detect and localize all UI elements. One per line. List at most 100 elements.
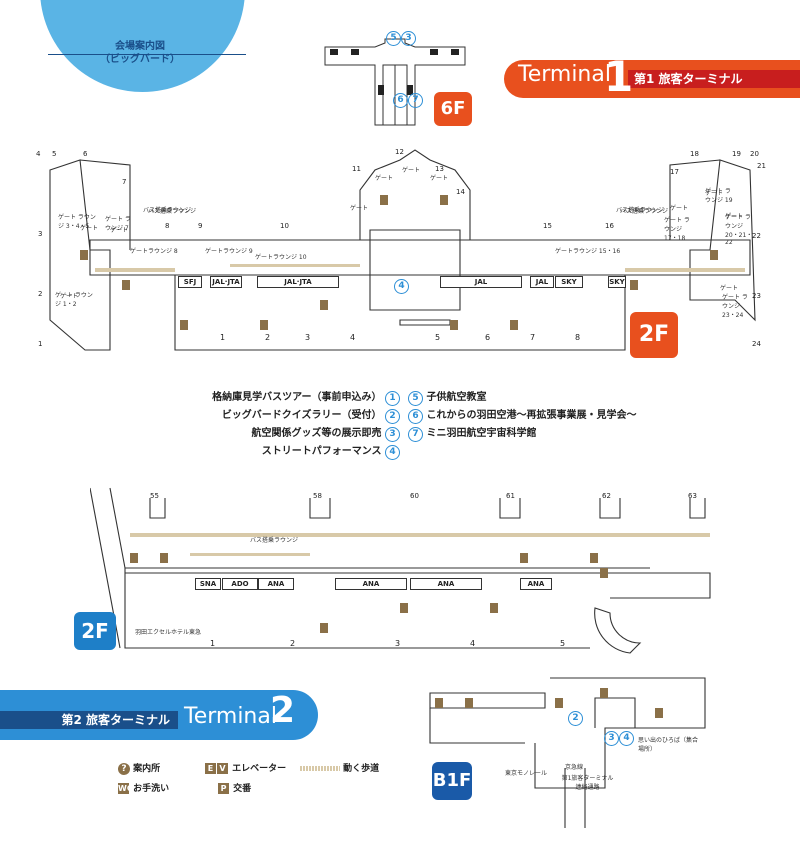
t1-counter-sky-2: SKY bbox=[608, 276, 626, 288]
terminal1-number: 1 bbox=[604, 52, 634, 101]
t1-6f-map bbox=[324, 38, 466, 126]
floor-badge-t1-2f: 2F bbox=[630, 312, 678, 358]
svg-text:ゲート: ゲート bbox=[430, 174, 448, 182]
t2-counter-sna: SNA bbox=[195, 578, 221, 590]
police-box-icon: P bbox=[218, 783, 229, 794]
t1-lounge-19: ゲート ラウンジ 19 bbox=[705, 188, 733, 204]
t2-counter-ana-1: ANA bbox=[258, 578, 294, 590]
svg-text:5: 5 bbox=[560, 639, 565, 648]
t1-counter-jal-jta-2: JAL·JTA bbox=[257, 276, 339, 288]
t2-bus-lounge: バス搭乗ラウンジ bbox=[250, 537, 299, 544]
t1-lounge-20-22: ゲート ラウンジ 20・21・22 bbox=[725, 214, 753, 246]
t2-gate-61: 61 bbox=[506, 492, 515, 500]
marker-3-b1f: 3 bbox=[604, 731, 619, 746]
toilet-icon: WC bbox=[118, 783, 133, 794]
svg-text:ゲートラウンジ 8: ゲートラウンジ 8 bbox=[130, 247, 178, 255]
title-sub: （ビッグバード） bbox=[100, 54, 180, 65]
svg-text:ゲート: ゲート bbox=[720, 284, 738, 292]
t1-gate-6: 6 bbox=[83, 150, 88, 158]
t1-counter-jal-1: JAL bbox=[440, 276, 522, 288]
t1-gate-17: 17 bbox=[670, 168, 679, 176]
svg-text:バス搭乗ラウンジ: バス搭乗ラウンジ bbox=[620, 207, 668, 215]
t2-to-t1: 第1旅客ターミナル 連絡通路 bbox=[561, 775, 614, 791]
legend-walkway: 動く歩道 bbox=[300, 761, 379, 774]
svg-text:バス搭乗ラウンジ: バス搭乗ラウンジ bbox=[148, 207, 196, 215]
svg-text:4: 4 bbox=[350, 333, 355, 342]
t1-gate-18: 18 bbox=[690, 150, 699, 158]
svg-text:ゲート: ゲート bbox=[110, 226, 128, 234]
svg-text:2: 2 bbox=[265, 333, 270, 342]
title-divider bbox=[48, 54, 246, 55]
t1-lounge-1-2: ゲート ラウンジ 1・2 bbox=[55, 292, 93, 308]
terminal2-jp-label: 第2 旅客ターミナル bbox=[0, 711, 178, 729]
t2-gate-63: 63 bbox=[688, 492, 697, 500]
svg-text:1: 1 bbox=[210, 639, 215, 648]
t1-gate-13: 13 bbox=[435, 165, 444, 173]
t1-lounge-7: ゲート ラウンジ 7 bbox=[105, 216, 131, 232]
t2-b1f-map bbox=[429, 677, 706, 828]
svg-text:1: 1 bbox=[220, 333, 225, 342]
t1-gate-16: 16 bbox=[605, 222, 614, 230]
t2-gate-60: 60 bbox=[410, 492, 419, 500]
t1-gate-5: 5 bbox=[52, 150, 57, 158]
legend-right: 5 子供航空教室 6 これからの羽田空港〜再拡張事業展・見学会〜 7 ミニ羽田航… bbox=[408, 389, 636, 443]
svg-text:3: 3 bbox=[305, 333, 310, 342]
t1-gate-12: 12 bbox=[395, 148, 404, 156]
t1-2f-map: ゲート ゲート ゲートラウンジ 8 ゲートラウンジ 9 ゲートラウンジ 10 ゲ… bbox=[49, 149, 756, 351]
legend-item-1: 格納庫見学バスツアー（事前申込み） 1 bbox=[150, 389, 400, 407]
terminal1-word: Terminal bbox=[518, 62, 611, 87]
t1-lounge-3-6: ゲート ラウンジ 3・4・5 bbox=[58, 214, 96, 230]
t1-counter-jal-2: JAL bbox=[530, 276, 554, 288]
t1-bus-lounge-left: バス搭乗ラウンジ bbox=[143, 207, 192, 214]
svg-text:ゲート: ゲート bbox=[402, 166, 420, 174]
svg-text:ゲート: ゲート bbox=[705, 189, 723, 197]
t1-lounge-23-24: ゲート ラウンジ 23・24 bbox=[722, 294, 748, 319]
terminal2-number: 2 bbox=[270, 690, 296, 731]
svg-text:ゲート: ゲート bbox=[670, 204, 688, 212]
svg-text:5: 5 bbox=[435, 333, 440, 342]
marker-2-b1f: 2 bbox=[568, 711, 583, 726]
t1-gate-11: 11 bbox=[352, 165, 361, 173]
t1-gate-24: 24 bbox=[752, 340, 761, 348]
legend-left: 格納庫見学バスツアー（事前申込み） 1 ビッグバードクイズラリー（受付） 2 航… bbox=[150, 389, 400, 461]
legend-item-6: 6 これからの羽田空港〜再拡張事業展・見学会〜 bbox=[408, 407, 636, 425]
floor-badge-b1f: B1F bbox=[432, 762, 472, 800]
terminal2-word: Terminal bbox=[184, 704, 277, 729]
t1-gate-22: 22 bbox=[752, 232, 761, 240]
svg-text:2: 2 bbox=[290, 639, 295, 648]
marker-5-6f: 5 bbox=[386, 31, 401, 46]
svg-text:ゲート: ゲート bbox=[60, 292, 78, 300]
legend-item-3: 航空関係グッズ等の展示即売 3 bbox=[150, 425, 400, 443]
t2-hotel: 羽田エクセルホテル東急 bbox=[135, 629, 202, 636]
floor-badge-6f: 6F bbox=[434, 92, 472, 126]
t1-gate-21: 21 bbox=[757, 162, 766, 170]
svg-text:ゲート: ゲート bbox=[725, 212, 743, 220]
t1-gate-15: 15 bbox=[543, 222, 552, 230]
svg-text:ゲートラウンジ 9: ゲートラウンジ 9 bbox=[205, 247, 253, 255]
t2-counter-ado: ADO bbox=[222, 578, 258, 590]
marker-4-b1f: 4 bbox=[619, 731, 634, 746]
svg-text:ゲートラウンジ 15・16: ゲートラウンジ 15・16 bbox=[555, 247, 620, 255]
svg-text:8: 8 bbox=[575, 333, 580, 342]
marker-6-6f: 6 bbox=[393, 93, 408, 108]
t1-gate-1: 1 bbox=[38, 340, 43, 348]
t2-counter-ana-3: ANA bbox=[410, 578, 482, 590]
t1-gate-2: 2 bbox=[38, 290, 43, 298]
svg-text:ゲートラウンジ 10: ゲートラウンジ 10 bbox=[255, 253, 307, 261]
marker-3-6f: 3 bbox=[401, 31, 416, 46]
t1-gate-4: 4 bbox=[36, 150, 41, 158]
t1-gate-19: 19 bbox=[732, 150, 741, 158]
t2-gate-58: 58 bbox=[313, 492, 322, 500]
terminal1-jp-label: 第1 旅客ターミナル bbox=[628, 70, 800, 88]
legend-police: P 交番 bbox=[218, 781, 251, 794]
svg-text:7: 7 bbox=[530, 333, 535, 342]
t2-meeting-point: 思い出のひろば（集合場所） bbox=[638, 737, 699, 753]
floor-badge-t2-2f: 2F bbox=[74, 612, 116, 650]
t1-lounge-17-18: ゲート ラウンジ 17・18 bbox=[664, 217, 690, 242]
svg-text:ゲート: ゲート bbox=[350, 204, 368, 212]
t1-gate-10: 10 bbox=[280, 222, 289, 230]
svg-text:4: 4 bbox=[470, 639, 475, 648]
t1-gate-7: 7 bbox=[122, 178, 127, 186]
